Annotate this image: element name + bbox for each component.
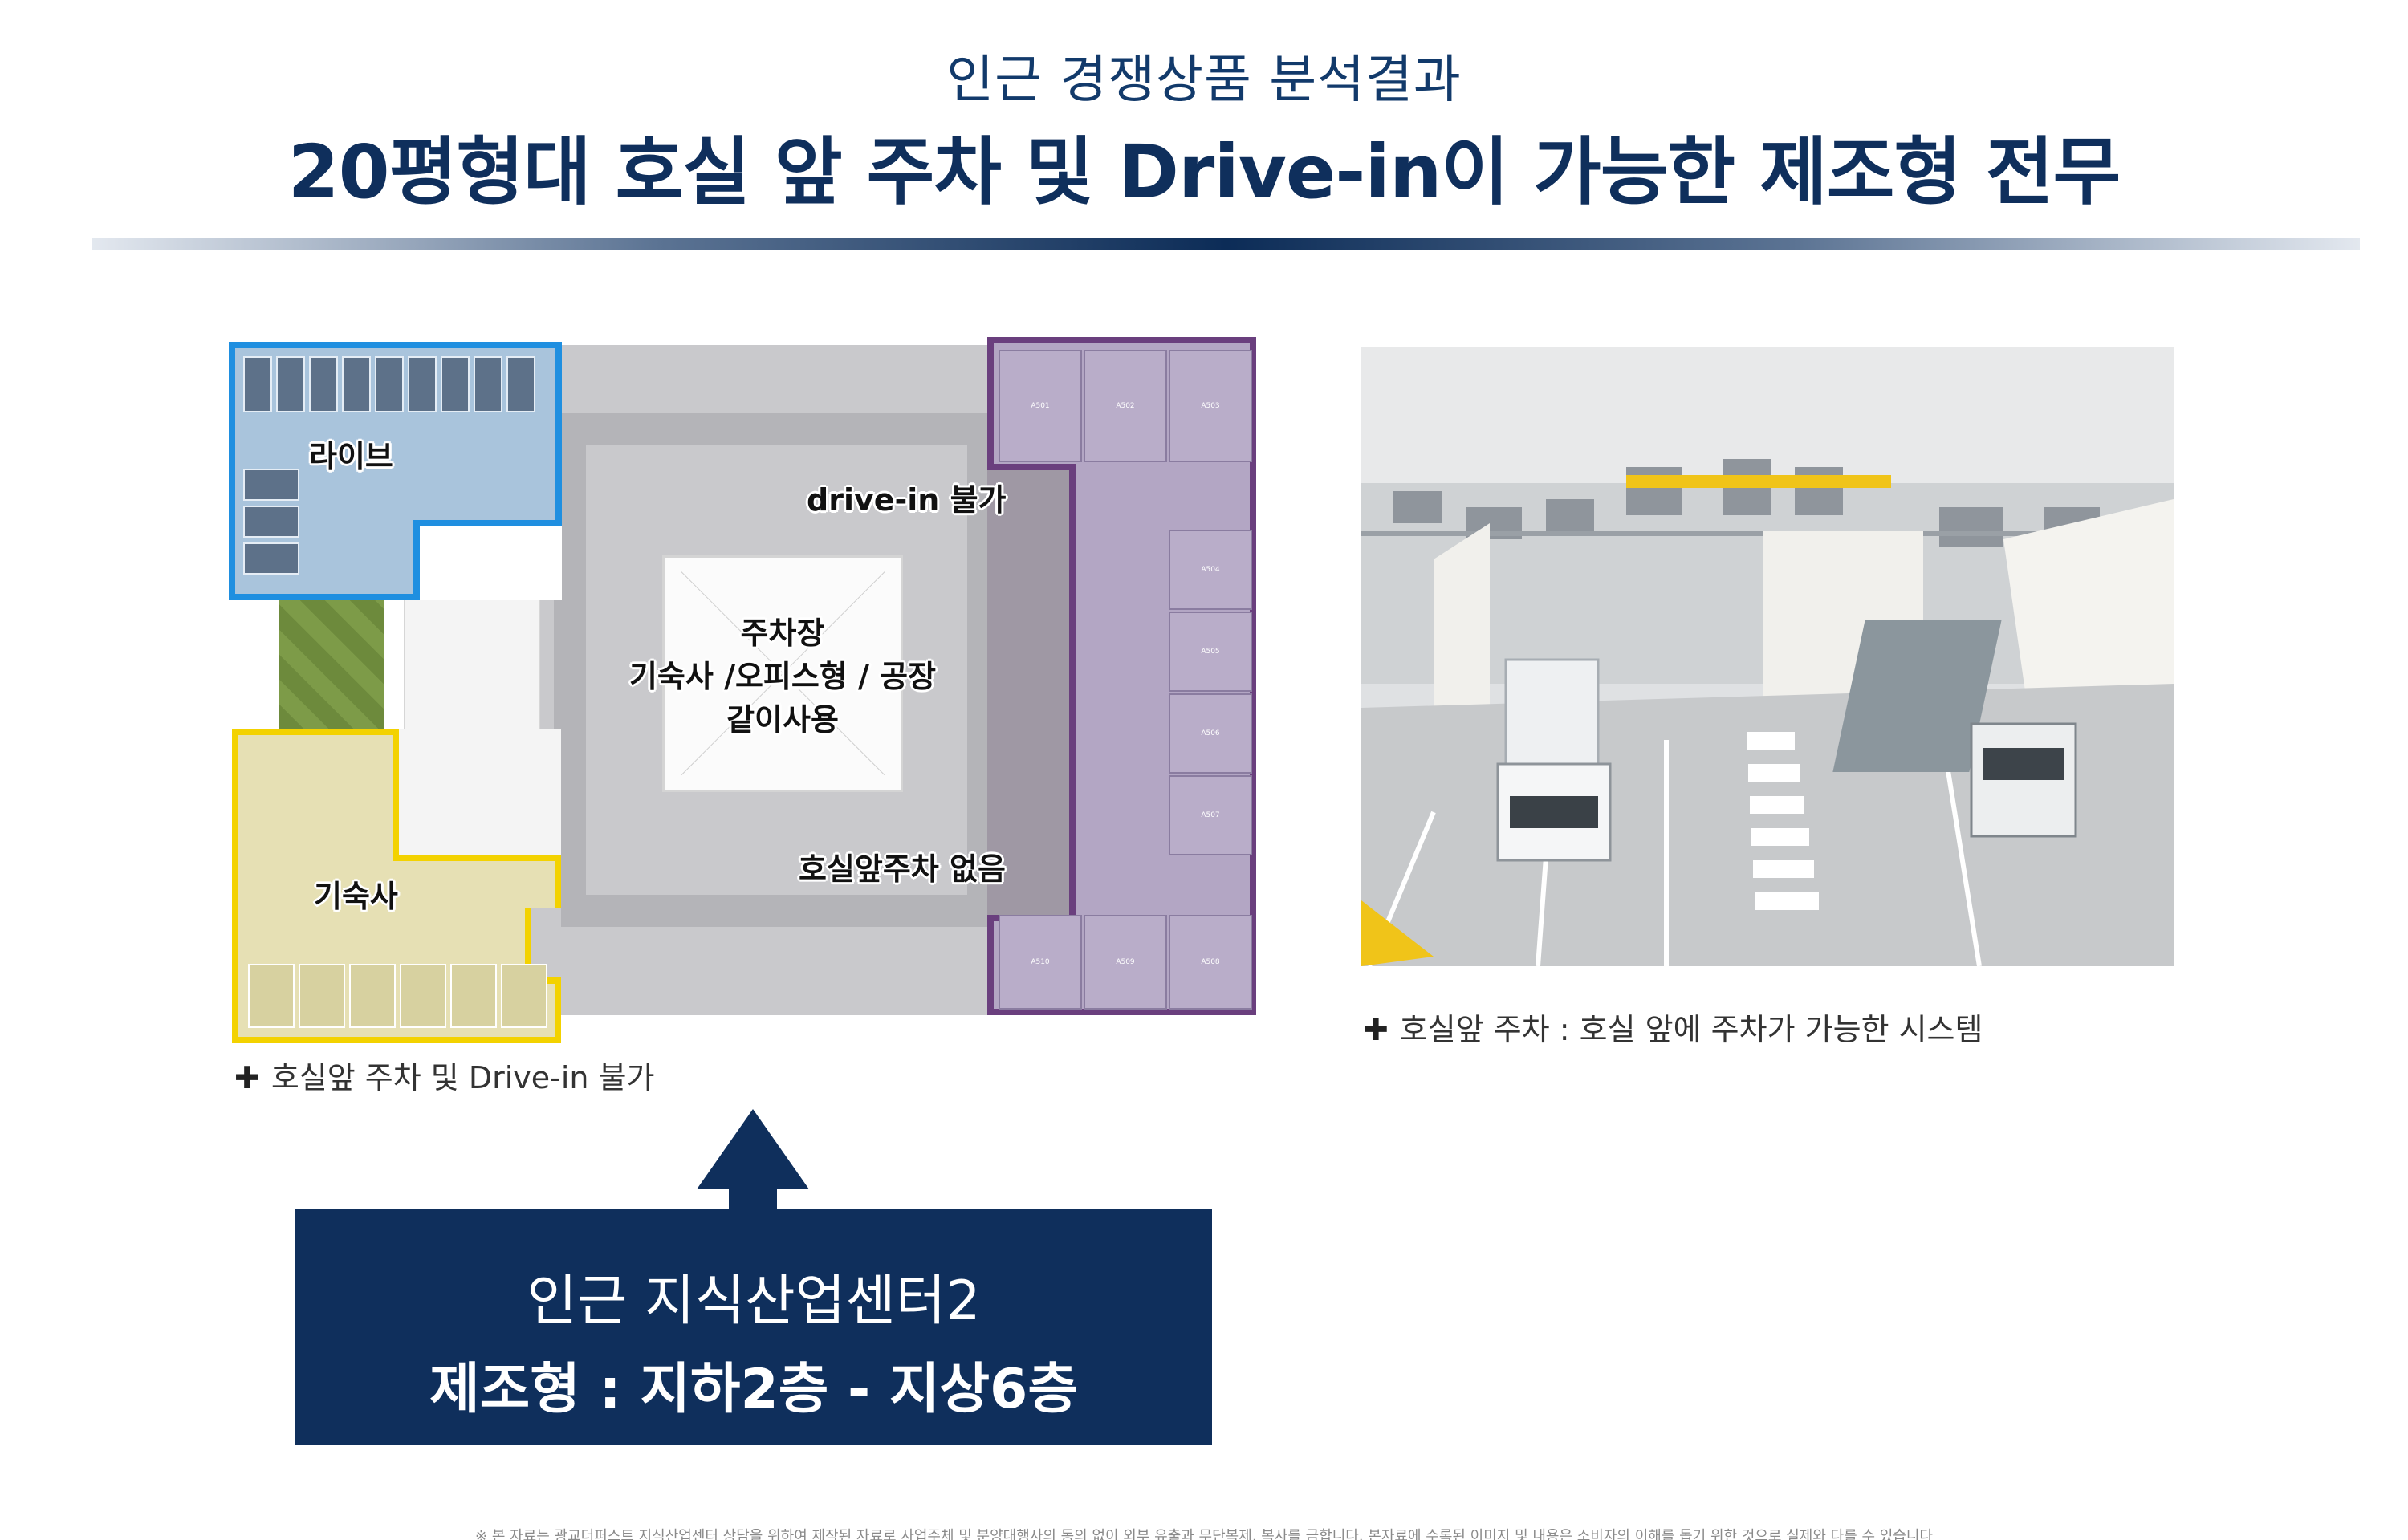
- parking-courtyard: [662, 555, 903, 792]
- unit-cell: A509: [1084, 915, 1167, 1010]
- live-zone: [229, 342, 562, 600]
- plus-icon: ✚: [234, 1060, 260, 1095]
- unit-cell: A507: [1169, 775, 1252, 855]
- dorm-zone: [232, 729, 561, 1043]
- disclaimer: ※ 본 자료는 광교더퍼스트 지식산업센터 상담을 위하여 제작된 자료로 사업…: [475, 1528, 1933, 1540]
- factory-photo: [1361, 347, 2174, 966]
- title-divider: [92, 238, 2360, 250]
- plus-icon: ✚: [1363, 1012, 1389, 1047]
- competitor-name: 인근 지식산업센터2: [527, 1270, 981, 1333]
- garden-area: [279, 600, 384, 729]
- dorm-label: 기숙사: [314, 879, 398, 914]
- arrow-up-icon: [697, 1109, 809, 1229]
- drive-in-label: drive-in 불가: [807, 482, 1007, 518]
- competitor-floors: 제조형 : 지하2층 - 지상6층: [429, 1358, 1078, 1421]
- unit-cell: A506: [1169, 693, 1252, 774]
- page-title: 20평형대 호실 앞 주차 및 Drive-in이 가능한 제조형 전무: [287, 129, 2121, 215]
- unit-cell: A510: [999, 915, 1082, 1010]
- unit-cell: A504: [1169, 530, 1252, 610]
- parking-label: 주차장 기숙사 /오피스형 / 공장 같이사용: [628, 616, 937, 737]
- live-label: 라이브: [309, 439, 393, 474]
- floor-plan: A501 A502 A503 A504 A505 A506 A507 A510 …: [229, 337, 1256, 1043]
- unit-cell: A508: [1169, 915, 1252, 1010]
- unit-cell: A502: [1084, 350, 1167, 462]
- factory-illustration: [1361, 347, 2174, 966]
- competitor-info-box: 인근 지식산업센터2 제조형 : 지하2층 - 지상6층: [295, 1209, 1212, 1445]
- unit-cell: A503: [1169, 350, 1252, 462]
- page-subtitle: 인근 경쟁상품 분석결과: [946, 51, 1462, 110]
- floor-plan-caption: ✚호실앞 주차 및 Drive-in 불가: [234, 1060, 655, 1095]
- no-front-parking-label: 호실앞주차 없음: [799, 851, 1006, 887]
- photo-caption: ✚호실앞 주차 : 호실 앞에 주차가 가능한 시스템: [1363, 1012, 1983, 1047]
- unit-cell: A501: [999, 350, 1082, 462]
- unit-zone: A501 A502 A503 A504 A505 A506 A507 A510 …: [987, 337, 1256, 1015]
- unit-cell: A505: [1169, 612, 1252, 692]
